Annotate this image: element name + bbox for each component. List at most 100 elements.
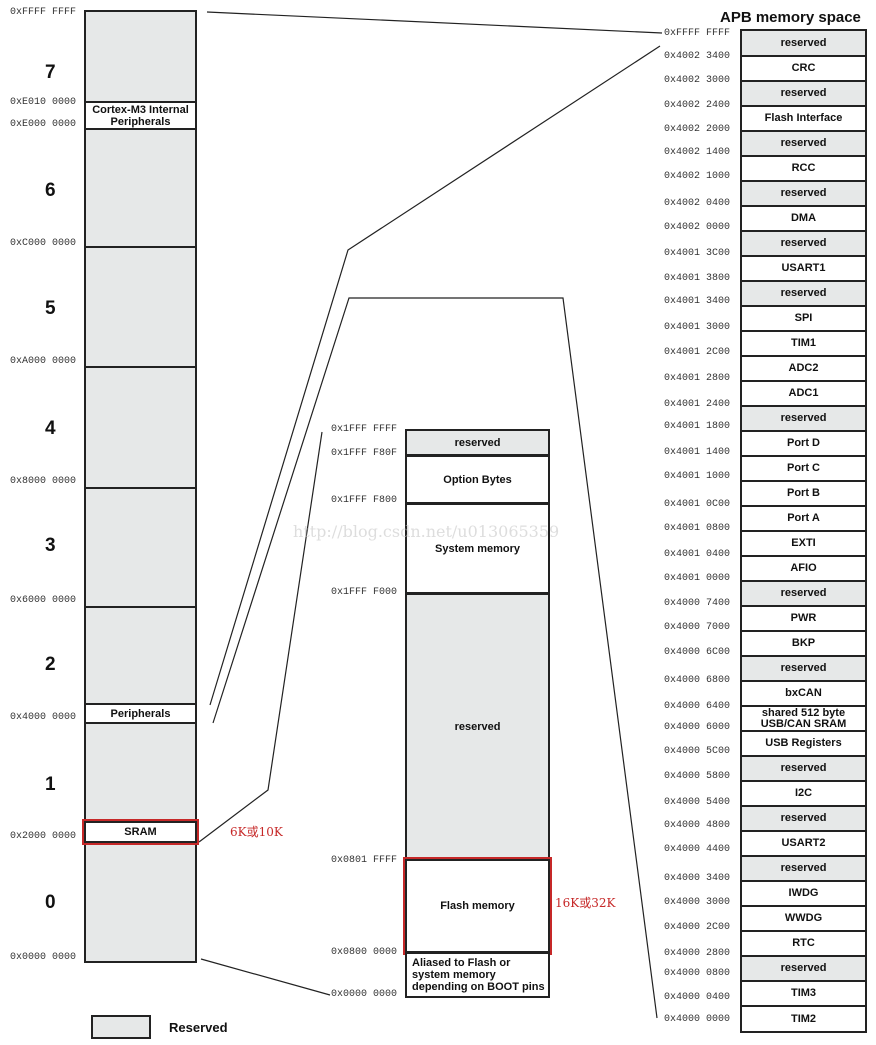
apb-address: 0x4000 7000 (664, 622, 731, 633)
apb-cell-bkp: BKP (740, 630, 867, 657)
watermark: http://blog.csdn.net/u013065359 (293, 522, 560, 541)
apb-address: 0x4001 1800 (664, 421, 731, 432)
apb-address: 0x4001 2C00 (664, 347, 731, 358)
apb-cell-reserved: reserved (740, 80, 867, 107)
apb-cell-reserved: reserved (740, 580, 867, 607)
apb-address: 0x4000 0000 (664, 1014, 731, 1025)
apb-address: 0x4000 5C00 (664, 746, 731, 757)
region-number: 1 (45, 774, 56, 795)
main-address: 0xC000 0000 (10, 238, 77, 249)
region-number: 0 (45, 892, 56, 913)
sram-block: SRAM (84, 821, 197, 843)
code-address: 0x1FFF F80F (331, 448, 398, 459)
apb-address: 0x4001 3000 (664, 322, 731, 333)
apb-cell-reserved: reserved (740, 180, 867, 207)
flash-highlight (403, 857, 552, 955)
region-number: 7 (45, 62, 56, 83)
code-block-label: reserved (454, 436, 501, 449)
apb-cell-reserved: reserved (740, 855, 867, 882)
region-number: 2 (45, 654, 56, 675)
apb-cell-tim3: TIM3 (740, 980, 867, 1007)
apb-address: 0x4000 0400 (664, 992, 731, 1003)
apb-address: 0x4001 1000 (664, 471, 731, 482)
region-number: 5 (45, 298, 56, 319)
apb-address: 0x4000 6800 (664, 675, 731, 686)
apb-cell-reserved: reserved (740, 280, 867, 307)
region-number: 3 (45, 535, 56, 556)
sram-size-note: 6K或10K (230, 825, 283, 839)
main-address: 0x6000 0000 (10, 595, 77, 606)
legend-label: Reserved (169, 1020, 228, 1035)
code-address: 0x1FFF FFFF (331, 424, 398, 435)
apb-address: 0x4002 1400 (664, 147, 731, 158)
apb-cell-afio: AFIO (740, 555, 867, 582)
legend-swatch (91, 1015, 151, 1039)
cortex-peripherals-block: Cortex-M3 Internal Peripherals (84, 101, 197, 130)
apb-cell-shared-512-byte-usb-can-sram: shared 512 byte USB/CAN SRAM (740, 705, 867, 732)
code-block-label: Option Bytes (443, 473, 512, 486)
apb-cell-bxcan: bxCAN (740, 680, 867, 707)
region-divider (84, 487, 197, 489)
apb-address: 0x4000 6000 (664, 722, 731, 733)
region-divider (84, 246, 197, 248)
apb-cell-reserved: reserved (740, 130, 867, 157)
apb-address: 0x4000 0800 (664, 968, 731, 979)
region-number: 4 (45, 418, 56, 439)
apb-cell-adc1: ADC1 (740, 380, 867, 407)
apb-address: 0x4001 1400 (664, 447, 731, 458)
apb-cell-port-a: Port A (740, 505, 867, 532)
apb-address: 0x4002 3000 (664, 75, 731, 86)
apb-cell-reserved: reserved (740, 655, 867, 682)
apb-cell-spi: SPI (740, 305, 867, 332)
code-address: 0x1FFF F800 (331, 495, 398, 506)
apb-cell-reserved: reserved (740, 230, 867, 257)
apb-title: APB memory space (720, 9, 861, 26)
apb-address: 0x4001 3C00 (664, 248, 731, 259)
flash-memory-block: Flash memory (405, 859, 550, 953)
apb-cell-usart1: USART1 (740, 255, 867, 282)
apb-address: 0x4000 5400 (664, 797, 731, 808)
code-block-label: Aliased to Flash or system memory depend… (412, 957, 545, 993)
apb-cell-tim1: TIM1 (740, 330, 867, 357)
apb-address: 0xFFFF FFFF (664, 28, 731, 39)
region-number: 6 (45, 180, 56, 201)
code-block-label: System memory (435, 542, 520, 555)
apb-cell-reserved: reserved (740, 29, 867, 57)
apb-address: 0x4000 2C00 (664, 922, 731, 933)
apb-address: 0x4002 0000 (664, 222, 731, 233)
apb-address: 0x4000 4400 (664, 844, 731, 855)
apb-cell-flash-interface: Flash Interface (740, 105, 867, 132)
apb-cell-usart2: USART2 (740, 830, 867, 857)
apb-cell-adc2: ADC2 (740, 355, 867, 382)
code-address: 0x0800 0000 (331, 947, 398, 958)
sram-label: SRAM (124, 826, 157, 838)
main-address: 0xA000 0000 (10, 356, 77, 367)
cortex-peripherals-label: Cortex-M3 Internal Peripherals (92, 103, 189, 128)
apb-address: 0x4000 6C00 (664, 647, 731, 658)
apb-cell-crc: CRC (740, 55, 867, 82)
apb-cell-iwdg: IWDG (740, 880, 867, 907)
apb-address: 0x4001 0400 (664, 549, 731, 560)
code-reserved-mid: reserved (405, 593, 550, 860)
apb-cell-rcc: RCC (740, 155, 867, 182)
apb-cell-exti: EXTI (740, 530, 867, 557)
apb-address: 0x4000 7400 (664, 598, 731, 609)
code-address: 0x0801 FFFF (331, 855, 398, 866)
apb-cell-i2c: I2C (740, 780, 867, 807)
apb-address: 0x4000 2800 (664, 948, 731, 959)
system-memory-block: System memory (405, 503, 550, 594)
peripherals-block: Peripherals (84, 703, 197, 724)
apb-cell-port-b: Port B (740, 480, 867, 507)
region-divider (84, 366, 197, 368)
apb-cell-tim2: TIM2 (740, 1005, 867, 1033)
aliased-block: Aliased to Flash or system memory depend… (405, 952, 550, 998)
main-address: 0xE000 0000 (10, 119, 77, 130)
apb-address: 0x4001 3800 (664, 273, 731, 284)
apb-address: 0x4001 0800 (664, 523, 731, 534)
apb-cell-wwdg: WWDG (740, 905, 867, 932)
apb-cell-pwr: PWR (740, 605, 867, 632)
apb-address: 0x4001 3400 (664, 296, 731, 307)
peripherals-label: Peripherals (110, 707, 171, 720)
